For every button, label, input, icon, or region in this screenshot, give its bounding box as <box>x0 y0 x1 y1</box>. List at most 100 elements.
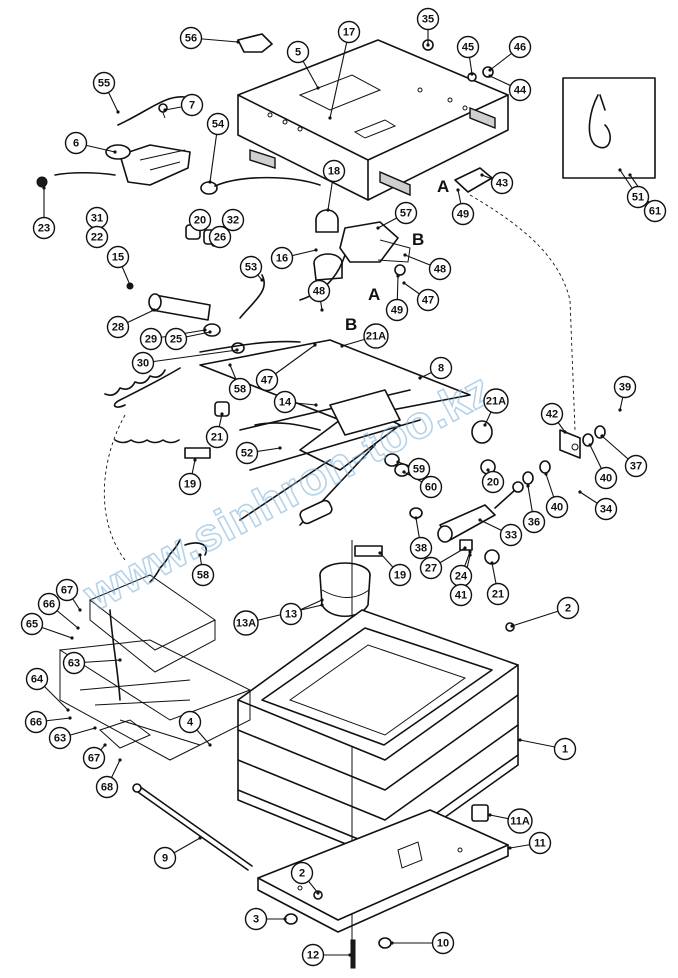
callout-circle <box>178 472 202 496</box>
callout-number: 40 <box>600 473 612 485</box>
callout-38: 38 <box>409 536 433 560</box>
callout-number: 1 <box>562 744 568 756</box>
leader-line-17 <box>329 31 350 119</box>
leader-tip-58b <box>198 553 202 557</box>
callout-number: 38 <box>415 543 427 555</box>
leader-tip-21Aa <box>340 344 344 348</box>
leader-tip-53 <box>260 278 264 282</box>
callout-circle <box>428 257 452 281</box>
callout-number: 2 <box>565 603 571 615</box>
callout-number: 58 <box>197 570 209 582</box>
leader-line-30 <box>142 349 238 364</box>
callout-7: 7 <box>180 93 204 117</box>
callout-21b: 21 <box>486 582 510 606</box>
callout-number: 47 <box>422 295 434 307</box>
callout-34: 34 <box>594 497 618 521</box>
rod-9 <box>132 783 253 871</box>
leader-tip-9 <box>198 836 202 840</box>
callout-1: 1 <box>553 737 577 761</box>
leader-tip-18 <box>326 208 330 212</box>
callout-number: 42 <box>546 409 558 421</box>
leader-tip-4 <box>208 743 212 747</box>
callout-number: 54 <box>212 119 225 131</box>
leader-tip-49b <box>396 274 400 278</box>
callout-5: 5 <box>286 40 310 64</box>
callout-2b: 2 <box>290 861 314 885</box>
leader-tip-42 <box>563 430 567 434</box>
callout-circle <box>82 746 106 770</box>
callout-circle <box>388 563 412 587</box>
leader-tip-6 <box>113 150 117 154</box>
leader-tip-54 <box>208 180 212 184</box>
callout-61: 61 <box>643 199 667 223</box>
callout-48b: 48 <box>307 279 331 303</box>
callout-circle <box>106 245 130 269</box>
callout-circle <box>188 208 212 232</box>
callout-58a: 58 <box>228 377 252 401</box>
callout-number: 46 <box>514 42 526 54</box>
leader-tip-63a <box>118 658 122 662</box>
leader-tip-20b <box>486 468 490 472</box>
routing-line-a <box>469 194 576 431</box>
leader-tip-19b <box>378 551 382 555</box>
callout-circle <box>363 323 389 349</box>
callout-number: 39 <box>619 382 631 394</box>
callout-65: 65 <box>20 612 44 636</box>
callout-number: 18 <box>328 166 340 178</box>
callout-circle <box>301 943 325 967</box>
callout-number: 33 <box>505 530 517 542</box>
callout-number: 24 <box>455 571 468 583</box>
callout-48a: 48 <box>428 257 452 281</box>
callout-number: 63 <box>68 658 80 670</box>
callout-circle <box>191 563 215 587</box>
leader-tip-47a <box>402 281 406 285</box>
callout-number: 45 <box>462 42 474 54</box>
leader-tip-25 <box>208 330 212 334</box>
callout-circle <box>643 199 667 223</box>
leader-tip-36 <box>526 484 530 488</box>
callout-number: 60 <box>425 482 437 494</box>
callout-52: 52 <box>235 441 259 465</box>
callout-number: 27 <box>425 563 437 575</box>
callout-circle <box>228 377 252 401</box>
callout-66b: 66 <box>24 710 48 734</box>
callout-59: 59 <box>407 457 431 481</box>
nut-3 <box>284 913 298 925</box>
callout-number: 64 <box>31 674 44 686</box>
callout-circle <box>416 7 440 31</box>
callout-circle <box>153 846 177 870</box>
leader-tip-34 <box>578 490 582 494</box>
callout-circle <box>545 495 569 519</box>
callout-number: 2 <box>299 868 305 880</box>
callout-circle <box>451 202 475 226</box>
leader-tip-2b <box>316 891 320 895</box>
callout-57: 57 <box>394 201 418 225</box>
callout-circle <box>483 388 509 414</box>
leader-tip-66b <box>68 716 72 720</box>
callout-46: 46 <box>508 35 532 59</box>
callout-circle <box>131 351 155 375</box>
bolt-27 <box>459 539 473 551</box>
callout-20a: 20 <box>188 208 212 232</box>
leader-tip-40a <box>588 443 592 447</box>
leader-tip-21a <box>220 412 224 416</box>
callout-number: 36 <box>528 517 540 529</box>
callout-circle <box>95 775 119 799</box>
leader-tip-7 <box>163 108 167 112</box>
callout-number: 21 <box>492 589 504 601</box>
callout-58b: 58 <box>191 563 215 587</box>
callout-42: 42 <box>540 402 564 426</box>
leader-tip-58a <box>228 363 232 367</box>
callout-17: 17 <box>337 20 361 44</box>
leader-tip-19a <box>193 458 197 462</box>
callout-68: 68 <box>95 775 119 799</box>
leader-tip-47b <box>313 343 317 347</box>
callout-number: 35 <box>422 14 434 26</box>
callout-number: 59 <box>413 464 425 476</box>
leader-tip-13 <box>320 598 324 602</box>
callout-circle <box>235 441 259 465</box>
callout-circle <box>419 475 443 499</box>
leader-tip-44 <box>488 74 492 78</box>
callout-circle <box>528 831 552 855</box>
left-alternate-module <box>58 539 252 761</box>
